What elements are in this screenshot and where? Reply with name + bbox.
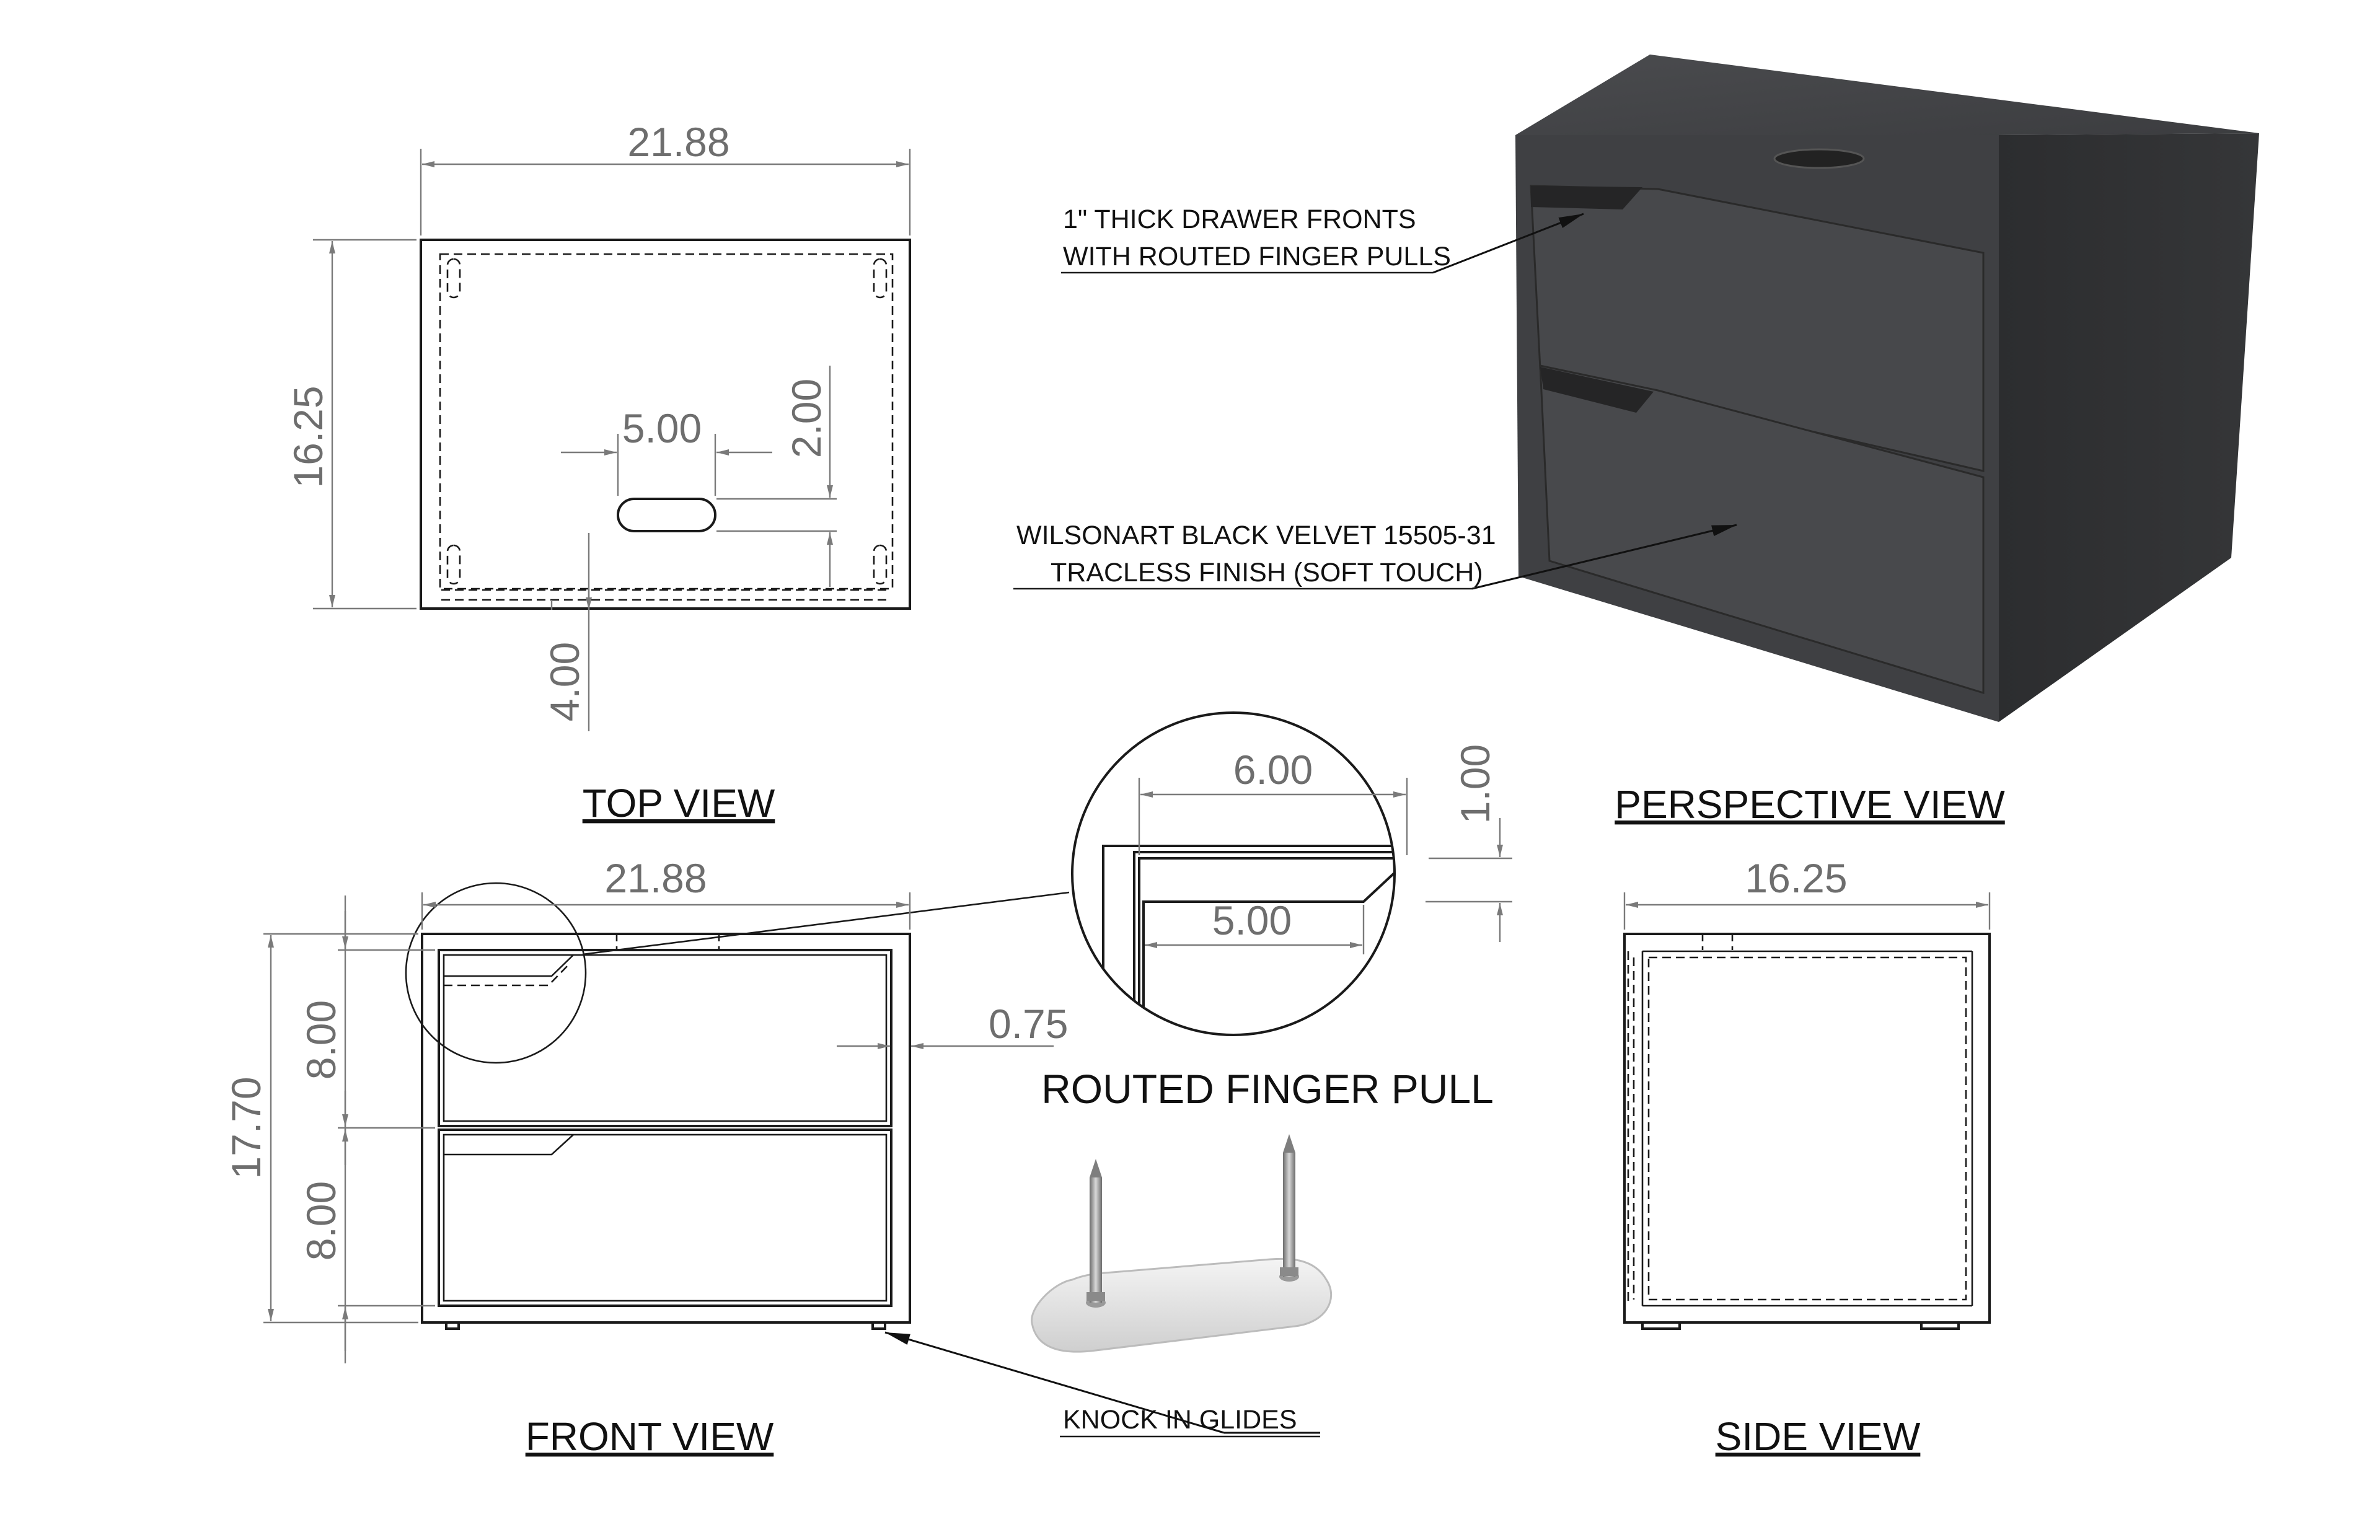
front-view-outline (421, 933, 911, 1324)
top-view-hidden-box (439, 253, 894, 590)
pull-outer-dim: 6.00 (1233, 747, 1313, 793)
top-depth-dim: 16.25 (285, 385, 331, 488)
reveal-dim: 0.75 (989, 1001, 1068, 1047)
front-lower-drawer (438, 1129, 892, 1307)
slot-from-back-dim: 2.00 (783, 379, 829, 458)
detail-callout-circle (405, 882, 587, 1064)
drawer-note-line1: 1" THICK DRAWER FRONTS (1063, 205, 1416, 234)
finger-pull-detail: 6.00 5.00 1.00 ROUTED FINGER PULL (1041, 711, 1512, 1112)
side-depth-dim: 16.25 (1745, 855, 1847, 901)
pull-inner-dim: 5.00 (1212, 897, 1292, 943)
front-view: 21.88 17.70 8.00 8.00 0.75 KNOCK IN GLID… (223, 855, 1320, 1459)
top-view-slot (617, 498, 716, 532)
finish-note-line1: WILSONART BLACK VELVET 15505-31 (1016, 521, 1496, 550)
knock-in-glide-image (1031, 1134, 1333, 1353)
detail-title: ROUTED FINGER PULL (1041, 1066, 1494, 1112)
perspective-view: 1" THICK DRAWER FRONTS WITH ROUTED FINGE… (1013, 55, 2259, 827)
upper-drawer-height-dim: 8.00 (298, 1000, 344, 1080)
side-view-outline (1623, 933, 1991, 1324)
finish-note-line2: TRACLESS FINISH (SOFT TOUCH) (1051, 558, 1483, 587)
lower-drawer-height-dim: 8.00 (298, 1181, 344, 1261)
top-slot (1773, 148, 1865, 169)
front-upper-drawer (438, 949, 892, 1127)
front-width-dim: 21.88 (604, 855, 707, 901)
perspective-view-title: PERSPECTIVE VIEW (1615, 782, 2005, 827)
slot-from-front-dim: 4.00 (542, 642, 588, 721)
cabinet-side (1999, 133, 2259, 722)
front-view-title: FRONT VIEW (526, 1414, 774, 1459)
top-view-title: TOP VIEW (583, 781, 775, 825)
top-view-outline (420, 239, 911, 610)
glides-note: KNOCK IN GLIDES (1063, 1405, 1297, 1435)
slot-length-dim: 5.00 (622, 405, 702, 451)
drawer-note-line2: WITH ROUTED FINGER PULLS (1063, 242, 1451, 271)
side-view: 16.25 SIDE VIEW (1623, 855, 1991, 1459)
top-view: 21.88 16.25 5.00 2.00 4.00 TOP VIEW (285, 119, 911, 825)
front-height-dim: 17.70 (223, 1076, 269, 1179)
side-view-title: SIDE VIEW (1716, 1414, 1921, 1459)
top-width-dim: 21.88 (627, 119, 729, 165)
cabinet-top (1515, 55, 2259, 135)
pull-depth-dim: 1.00 (1452, 744, 1498, 824)
lower-drawer-front (1539, 364, 1985, 695)
